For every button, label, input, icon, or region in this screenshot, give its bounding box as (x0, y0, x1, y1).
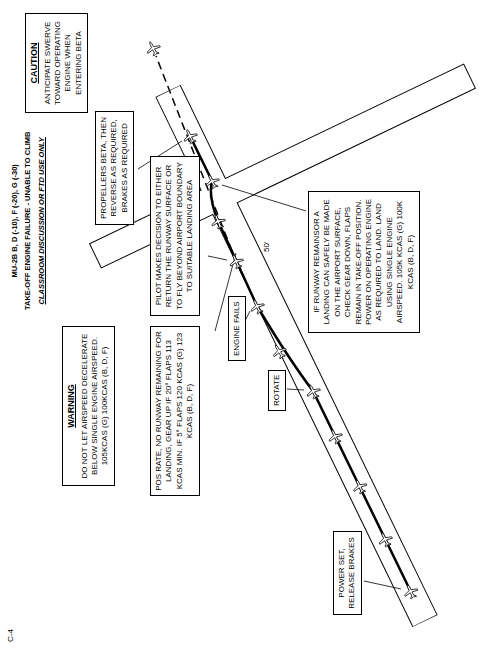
airplane-icon (144, 39, 163, 58)
note-box: WARNINGDO NOT LET AIRSPEED DECELERATE BE… (62, 326, 115, 486)
leader-line (364, 581, 401, 589)
leader-line (287, 389, 304, 390)
airplane-icon (203, 172, 222, 191)
callout-box: ROTATE (268, 370, 286, 411)
callout-box: PROPELLERS BETA, THEN REVERSE AS REQUIRE… (95, 111, 134, 225)
box-text: ROTATE (272, 375, 282, 406)
airplane-icon (350, 477, 369, 496)
box-text: ANTICIPATE SWERVE TOWARD OPERATING ENGIN… (43, 18, 85, 108)
box-heading: WARNING (66, 331, 78, 481)
airplane-icon (248, 297, 267, 316)
airplane-icon (209, 212, 227, 231)
box-text: DO NOT LET AIRSPEED DECELERATE BELOW SIN… (80, 331, 111, 481)
airplane-icon (227, 252, 246, 271)
text-label: C-4 (6, 628, 16, 643)
box-text: ENGINE FAILS (232, 301, 242, 356)
callout-box: POWER SET, RELEASE BRAKES (333, 531, 362, 615)
airplane-icon (326, 427, 345, 446)
airplane-icon (376, 530, 395, 549)
box-text: POS RATE, NO RUNWAY REMAINING FOR LANDIN… (154, 331, 196, 491)
box-text: IF RUNWAY REMAINSOR A LANDING CAN SAFELY… (312, 196, 416, 328)
box-text: PILOT MAKES DECISION TO EITHER RETURN TH… (154, 161, 196, 311)
airplane-icon (401, 582, 420, 601)
callout-box: ENGINE FAILS (228, 296, 246, 361)
callout-box: IF RUNWAY REMAINSOR A LANDING CAN SAFELY… (308, 191, 420, 333)
text-label: 50' (262, 241, 272, 253)
airplane-icon (304, 382, 323, 401)
box-heading: CAUTION (29, 18, 41, 108)
note-box: CAUTIONANTICIPATE SWERVE TOWARD OPERATIN… (25, 13, 88, 113)
text-label: MU-2B B, D (-10), F (-20), G (-30) (10, 163, 19, 278)
diagram-title: TAKE-OFF ENGINE FAILURE - UNABLE TO CLIM… (23, 131, 32, 311)
leader-line (222, 185, 306, 211)
airplane-icon (269, 341, 288, 361)
leader-line (208, 256, 227, 260)
box-text: PROPELLERS BETA, THEN REVERSE AS REQUIRE… (99, 116, 130, 220)
airplane-icon (181, 127, 200, 146)
callout-box: POS RATE, NO RUNWAY REMAINING FOR LANDIN… (150, 326, 200, 496)
callout-box: PILOT MAKES DECISION TO EITHER RETURN TH… (150, 156, 200, 316)
box-text: POWER SET, RELEASE BRAKES (337, 536, 358, 610)
text-label: CLASSROOM DISCUSSION OR FTD USE ONLY (37, 136, 46, 305)
